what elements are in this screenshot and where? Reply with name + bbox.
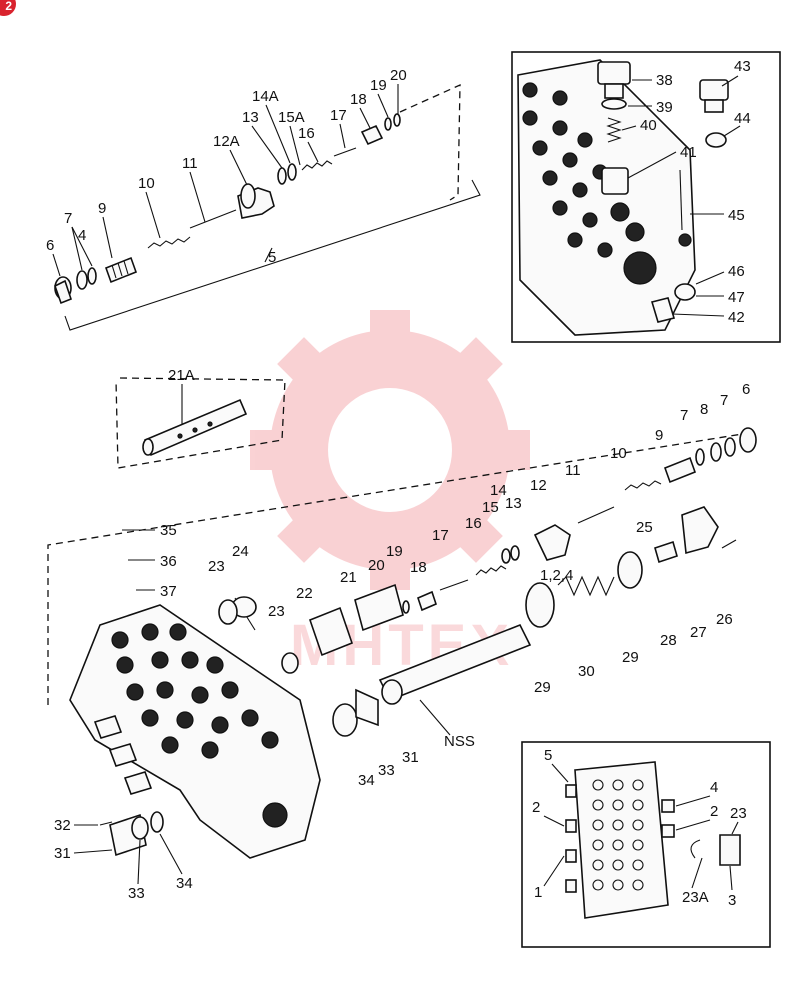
corner-badge: 2 — [0, 0, 16, 16]
label: 7 — [680, 407, 688, 424]
label: 16 — [298, 125, 315, 142]
label: NSS — [444, 733, 475, 750]
label: 24 — [232, 543, 249, 560]
label: 20 — [390, 67, 407, 84]
label: 7 — [64, 210, 72, 227]
label: 31 — [402, 749, 419, 766]
label: 5 — [544, 747, 552, 764]
label: 40 — [640, 117, 657, 134]
label: 9 — [98, 200, 106, 217]
label: 41 — [680, 144, 697, 161]
label: 21 — [340, 569, 357, 586]
label: 3 — [728, 892, 736, 909]
label: 5 — [268, 249, 276, 266]
label: 8 — [700, 401, 708, 418]
label: 35 — [160, 522, 177, 539]
label: 2 — [532, 799, 540, 816]
label: 1,2,4 — [540, 567, 573, 584]
valve-body-main — [69, 604, 321, 859]
label: 18 — [350, 91, 367, 108]
label: 23 — [268, 603, 285, 620]
label: 29 — [534, 679, 551, 696]
inset-bottom-labels: 5 4 2 2 23 1 23A 3 — [532, 747, 747, 909]
label: 17 — [330, 107, 347, 124]
label: 33 — [128, 885, 145, 902]
label: 6 — [46, 237, 54, 254]
label: 12 — [530, 477, 547, 494]
label: 34 — [358, 772, 375, 789]
valve-body-ports — [111, 623, 288, 828]
main-labels: 6 7 8 7 9 10 11 12 13 14 15 16 17 18 19 … — [122, 381, 750, 789]
label: 37 — [160, 583, 177, 600]
label: 21A — [168, 367, 195, 384]
port-grid — [522, 82, 692, 285]
label: 13 — [242, 109, 259, 126]
label: 23 — [730, 805, 747, 822]
top-relief-valve-assembly — [54, 83, 481, 331]
label: 11 — [565, 462, 581, 479]
inset-top-labels: 38 39 40 41 43 44 45 46 47 42 — [621, 58, 751, 326]
label: 39 — [656, 99, 673, 116]
label: 11 — [182, 155, 198, 172]
label: 15A — [278, 109, 305, 126]
label: 36 — [160, 553, 177, 570]
label: 22 — [296, 585, 313, 602]
label: 13 — [505, 495, 522, 512]
label: 44 — [734, 110, 751, 127]
main-spool-assembly — [47, 427, 757, 737]
label: 32 — [54, 817, 71, 834]
label: 6 — [742, 381, 750, 398]
watermark-gear — [250, 310, 530, 590]
label: 31 — [54, 845, 71, 862]
label: 23A — [682, 889, 709, 906]
label: 16 — [465, 515, 482, 532]
label: 20 — [368, 557, 385, 574]
label: 15 — [482, 499, 499, 516]
label: 30 — [578, 663, 595, 680]
label: 46 — [728, 263, 745, 280]
label: 47 — [728, 289, 745, 306]
label: 2 — [710, 803, 718, 820]
label: 34 — [176, 875, 193, 892]
label: 23 — [208, 558, 225, 575]
label: 33 — [378, 762, 395, 779]
label: 19 — [386, 543, 403, 560]
label: 18 — [410, 559, 427, 576]
label: 27 — [690, 624, 707, 641]
label: 26 — [716, 611, 733, 628]
label: 14A — [252, 88, 279, 105]
label: 12A — [213, 133, 240, 150]
label: 9 — [655, 427, 663, 444]
inset-ports — [592, 779, 644, 891]
label: 19 — [370, 77, 387, 94]
label: 25 — [636, 519, 653, 536]
label: 10 — [138, 175, 155, 192]
label: 4 — [78, 227, 86, 244]
spool-21a: 21A — [115, 367, 286, 469]
label: 38 — [656, 72, 673, 89]
label: 42 — [728, 309, 745, 326]
label: 14 — [490, 482, 507, 499]
label: 43 — [734, 58, 751, 75]
top-labels: 6 7 4 9 10 11 12A 13 14A 15A 16 17 18 19… — [46, 67, 407, 277]
label: 29 — [622, 649, 639, 666]
label: 7 — [720, 392, 728, 409]
label: 45 — [728, 207, 745, 224]
inset-valve-body-top — [511, 51, 781, 343]
label: 28 — [660, 632, 677, 649]
left-labels: 32 31 33 34 — [54, 817, 193, 902]
label: 10 — [610, 445, 627, 462]
label: 1 — [534, 884, 542, 901]
label: 17 — [432, 527, 449, 544]
label: 4 — [710, 779, 718, 796]
